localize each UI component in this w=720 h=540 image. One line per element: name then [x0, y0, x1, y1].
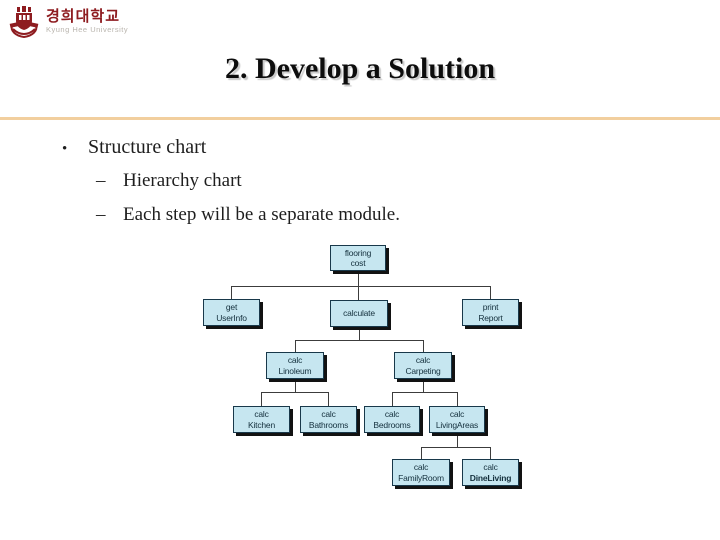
connector-line: [392, 392, 393, 406]
connector-line: [358, 272, 359, 286]
connector-line: [295, 380, 296, 392]
node-label: flooring: [344, 247, 372, 258]
logo-text: 경희대학교 Kyung Hee University: [46, 9, 128, 35]
node-calculate: calculate: [330, 300, 388, 327]
bullet-list: • Structure chart – Hierarchy chart – Ea…: [0, 132, 700, 232]
node-label: calc: [449, 409, 465, 419]
connector-line: [490, 447, 491, 459]
dash-glyph: –: [96, 204, 106, 225]
node-flooring-cost: flooring cost: [330, 245, 386, 271]
node-label: Bedrooms: [373, 419, 411, 430]
connector-line: [261, 392, 329, 393]
connector-line: [421, 447, 422, 459]
connector-line: [423, 340, 424, 352]
connector-line: [231, 286, 491, 287]
bullet-text: Structure chart: [88, 136, 207, 158]
slide-title: 2. Develop a Solution: [224, 52, 496, 85]
node-label: get: [225, 302, 238, 312]
node-label: calc: [384, 409, 400, 419]
connector-line: [295, 340, 296, 352]
node-label: calc: [413, 462, 429, 472]
node-label: Bathrooms: [308, 419, 349, 430]
node-label: FamilyRoom: [398, 472, 444, 483]
node-label: cost: [350, 258, 366, 268]
connector-line: [359, 327, 360, 340]
sub-bullet-text: Hierarchy chart: [123, 170, 242, 191]
node-calc-kitchen: calc Kitchen: [233, 406, 290, 433]
node-label: Linoleum: [278, 365, 312, 376]
connector-line: [261, 392, 262, 406]
university-crest-icon: [9, 6, 39, 39]
bullet-glyph: •: [62, 141, 68, 157]
connector-line: [328, 392, 329, 406]
sub-bullet-item-separate-module: – Each step will be a separate module.: [96, 198, 700, 232]
node-label: calc: [483, 462, 498, 472]
node-label: Carpeting: [405, 365, 441, 376]
node-calc-familyroom: calc FamilyRoom: [392, 459, 450, 486]
node-calc-bathrooms: calc Bathrooms: [300, 406, 357, 433]
node-calc-linoleum: calc Linoleum: [266, 352, 324, 379]
university-name-english: Kyung Hee University: [46, 25, 129, 34]
node-label: calculate: [343, 308, 375, 319]
connector-line: [295, 340, 424, 341]
node-label: calc: [254, 409, 269, 419]
connector-line: [457, 434, 458, 447]
node-label: print: [482, 302, 499, 312]
node-calc-livingareas: calc LivingAreas: [429, 406, 485, 433]
connector-line: [231, 286, 232, 299]
node-label: calc: [321, 409, 336, 419]
connector-line: [421, 447, 491, 448]
sub-bullet-item-hierarchy-chart: – Hierarchy chart: [96, 164, 700, 198]
university-logo: 경희대학교 Kyung Hee University: [8, 5, 128, 39]
connector-line: [490, 286, 491, 299]
node-label: Kitchen: [248, 419, 275, 430]
node-label: DineLiving: [469, 472, 512, 483]
node-label: Report: [478, 312, 503, 323]
node-label: UserInfo: [216, 312, 247, 323]
sub-bullet-text: Each step will be a separate module.: [123, 204, 400, 225]
node-label: calc: [415, 355, 431, 365]
node-print-report: print Report: [462, 299, 519, 326]
node-label: LivingAreas: [435, 419, 479, 430]
dash-glyph: –: [96, 170, 106, 191]
connector-line: [457, 392, 458, 406]
node-calc-carpeting: calc Carpeting: [394, 352, 452, 379]
connector-line: [358, 286, 359, 300]
node-calc-bedrooms: calc Bedrooms: [364, 406, 420, 433]
connector-line: [423, 380, 424, 392]
title-separator-line: [0, 117, 720, 120]
node-label: calc: [287, 355, 303, 365]
node-get-userinfo: get UserInfo: [203, 299, 260, 326]
connector-line: [392, 392, 458, 393]
node-calc-dineliving: calc DineLiving: [462, 459, 519, 486]
bullet-item-structure-chart: • Structure chart: [62, 132, 700, 164]
university-name-korean: 경희대학교: [46, 8, 121, 25]
